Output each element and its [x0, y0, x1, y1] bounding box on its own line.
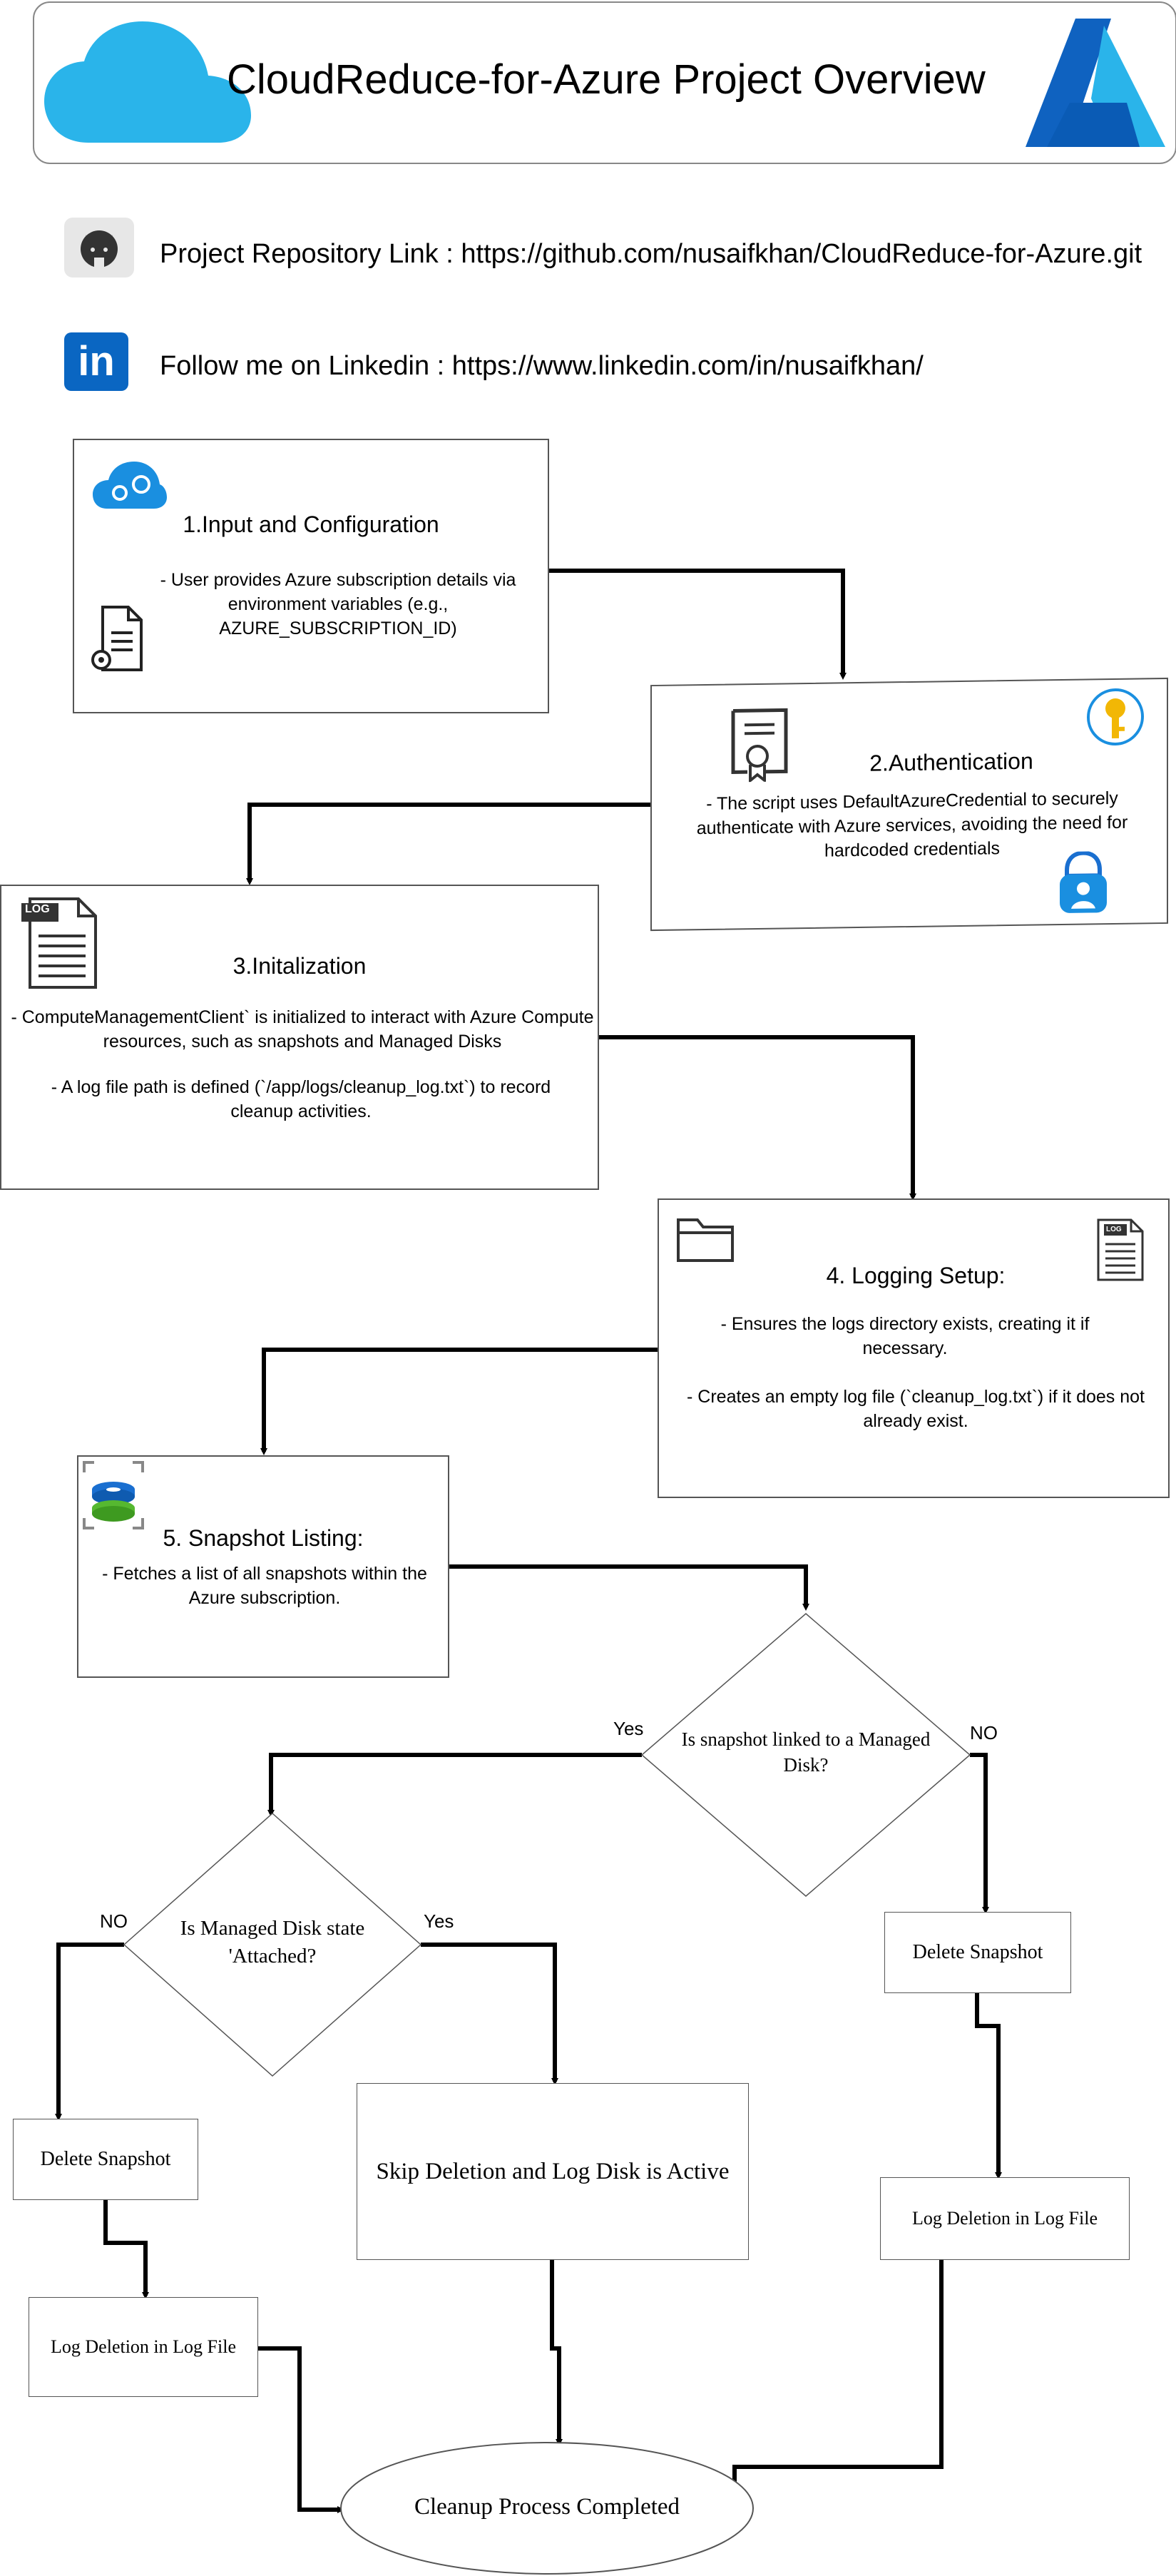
decision2-text: Is Managed Disk state 'Attached? — [180, 1917, 365, 1968]
cloud-icon — [44, 21, 251, 143]
log-badge: LOG — [25, 903, 50, 915]
decision1-diamond — [640, 1613, 971, 1897]
arrow-step2-to-step3 — [246, 803, 650, 885]
decision1-text: Is snapshot linked to a Managed Disk? — [681, 1729, 931, 1776]
page-title: CloudReduce-for-Azure Project Overview — [227, 56, 986, 103]
log-deletion-left-box: Log Deletion in Log File — [29, 2297, 258, 2397]
arrow-delete-left-to-log — [103, 2199, 149, 2299]
document-gear-icon — [91, 606, 143, 671]
delete-snapshot-right-text: Delete Snapshot — [912, 1941, 1043, 1963]
key-icon — [1087, 688, 1144, 745]
delete-snapshot-left-text: Delete Snapshot — [40, 2148, 171, 2170]
arrow-decision1-no — [970, 1753, 989, 1914]
skip-deletion-text: Skip Deletion and Log Disk is Active — [376, 2158, 730, 2184]
step5-title: 5. Snapshot Listing: — [163, 1525, 364, 1551]
log-file-badge: LOG — [1106, 1226, 1122, 1233]
decision1-yes-label: Yes — [613, 1718, 644, 1739]
folder-icon — [677, 1218, 734, 1262]
arrow-skip-to-end — [550, 2260, 563, 2446]
arrow-step5-to-decision1 — [448, 1564, 809, 1611]
log-deletion-right-text: Log Deletion in Log File — [912, 2208, 1098, 2229]
step1-title: 1.Input and Configuration — [183, 511, 439, 537]
arrow-delete-right-to-log — [975, 1993, 1002, 2179]
repo-link[interactable]: Project Repository Link : https://github… — [160, 239, 1142, 269]
arrow-step4-to-step5 — [260, 1348, 658, 1455]
linkedin-logo-text: in — [78, 338, 115, 385]
certificate-icon — [731, 708, 788, 783]
arrow-decision1-yes — [267, 1753, 642, 1817]
decision2-yes-label: Yes — [424, 1910, 454, 1932]
step1-box: 1.Input and Configuration - User provide… — [73, 439, 549, 713]
step4-box: LOG 4. Logging Setup: - Ensures the logs… — [658, 1198, 1170, 1498]
snapshot-icon — [83, 1461, 144, 1529]
step3-text2: - A log file path is defined (`/app/logs… — [51, 1077, 551, 1121]
step3-title: 3.Initalization — [232, 953, 367, 979]
step4-text1: - Ensures the logs directory exists, cre… — [720, 1314, 1090, 1358]
arrow-decision2-no — [55, 1943, 124, 2121]
end-ellipse — [340, 2442, 754, 2575]
step2-box: 2.Authentication - The script uses Defau… — [650, 677, 1168, 932]
arrow-log-left-to-end — [258, 2346, 344, 2513]
header-banner: CloudReduce-for-Azure Project Overview — [33, 1, 1176, 164]
decision2-diamond — [123, 1812, 422, 2077]
log-deletion-right-box: Log Deletion in Log File — [880, 2177, 1130, 2260]
delete-snapshot-right-box: Delete Snapshot — [884, 1912, 1071, 1993]
step1-text: - User provides Azure subscription detai… — [160, 570, 516, 638]
arrow-decision2-yes — [421, 1943, 558, 2085]
log-file-icon — [1097, 1218, 1144, 1281]
log-deletion-left-text: Log Deletion in Log File — [51, 2336, 236, 2357]
log-document-icon — [21, 897, 97, 989]
skip-deletion-box: Skip Deletion and Log Disk is Active — [357, 2083, 749, 2260]
delete-snapshot-left-box: Delete Snapshot — [13, 2119, 198, 2200]
step3-text1: - ComputeManagementClient` is initialize… — [11, 1007, 594, 1052]
arrow-log-right-to-end — [731, 2260, 944, 2496]
step2-title: 2.Authentication — [869, 748, 1033, 776]
step4-text2: - Creates an empty log file (`cleanup_lo… — [687, 1387, 1145, 1431]
step5-text: - Fetches a list of all snapshots within… — [102, 1564, 427, 1608]
step4-title: 4. Logging Setup: — [826, 1263, 1006, 1288]
decision2-no-label: NO — [100, 1910, 128, 1932]
step3-box: LOG 3.Initalization - ComputeManagementC… — [0, 885, 599, 1190]
arrow-step1-to-step2 — [549, 569, 847, 680]
arrow-step3-to-step4 — [599, 1035, 916, 1201]
linkedin-logo-icon: in — [64, 332, 128, 391]
cloud-gear-icon — [93, 462, 167, 509]
end-text: Cleanup Process Completed — [414, 2494, 680, 2520]
step5-box: 5. Snapshot Listing: - Fetches a list of… — [77, 1455, 449, 1678]
azure-logo-icon — [1026, 19, 1165, 147]
linkedin-link[interactable]: Follow me on Linkedin : https://www.link… — [160, 351, 924, 381]
decision1-no-label: NO — [970, 1722, 998, 1743]
managed-identity-icon — [1060, 851, 1107, 913]
github-logo-icon — [64, 218, 134, 278]
